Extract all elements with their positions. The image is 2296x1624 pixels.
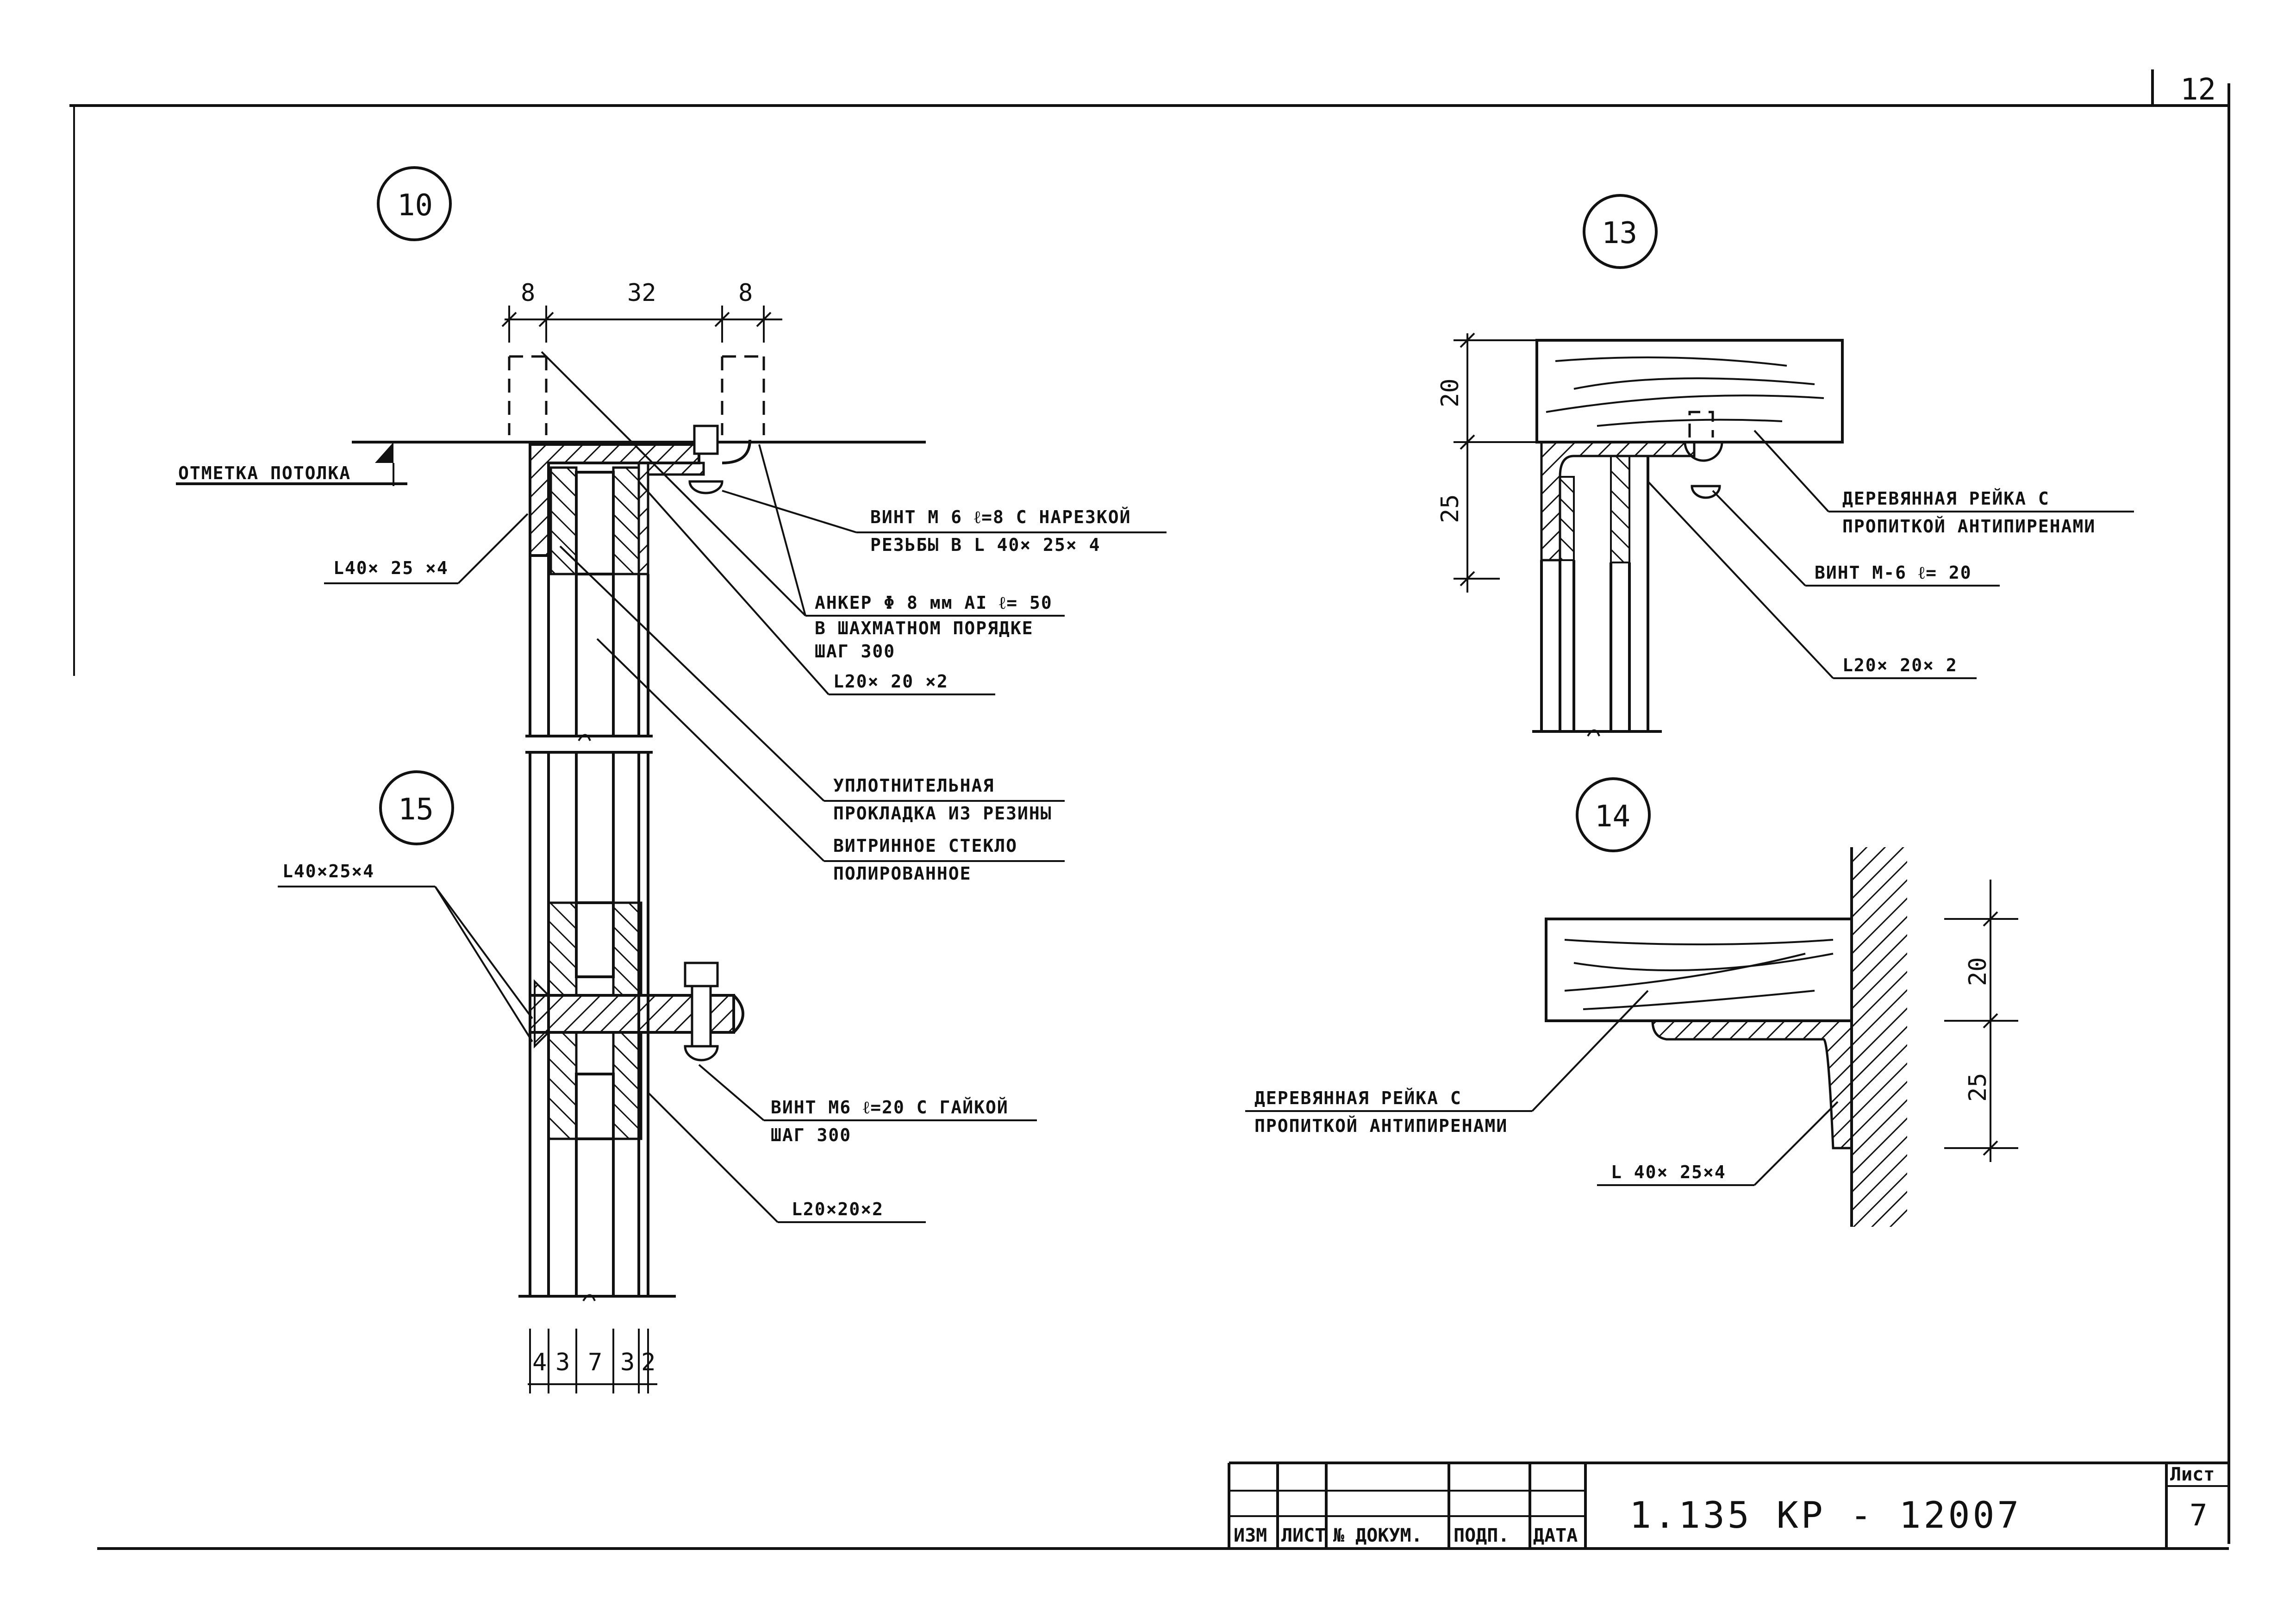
angle-l20-label-13: L20× 20× 2	[1842, 655, 1958, 675]
sheet-value: 7	[2190, 1499, 2208, 1533]
dim-15-c: 7	[588, 1349, 602, 1376]
dim-10-mid: 32	[627, 279, 656, 307]
screw-m6-label-2: РЕЗЬБЫ В L 40× 25× 4	[870, 535, 1101, 555]
detail-13-mullion	[1532, 456, 1662, 737]
angle-l40-label-15: L40×25×4	[282, 861, 374, 881]
anchor-label-1: АНКЕР Φ 8 мм АI ℓ= 50	[815, 593, 1053, 613]
detail-13-side-dimensions: 20 25	[1436, 332, 1537, 593]
angle-l40-label: L40× 25 ×4	[333, 558, 449, 578]
angle-l20-label-15: L20×20×2	[792, 1199, 884, 1219]
bolt-label-2: ШАГ 300	[771, 1125, 851, 1145]
screw-m6-label-1: ВИНТ М 6 ℓ=8 С НАРЕЗКОЙ	[870, 507, 1131, 527]
angle-l20-label: L20× 20 ×2	[833, 671, 948, 692]
detail-14-number: 14	[1595, 800, 1630, 834]
rail-14-label-2: ПРОПИТКОЙ АНТИПИРЕНАМИ	[1254, 1116, 1508, 1136]
dim-13-bottom: 25	[1436, 494, 1464, 523]
detail-13: 13	[1436, 194, 2134, 737]
detail-13-leaders	[1647, 430, 2134, 679]
angle-l40-14	[1651, 1019, 1853, 1149]
screw-13-label: ВИНТ М-6 ℓ= 20	[1815, 562, 1972, 583]
tb-col-date: ДАТА	[1533, 1525, 1578, 1546]
detail-10-leaders	[324, 351, 1167, 862]
tb-col-docnum: № ДОКУМ.	[1333, 1525, 1423, 1546]
glass-label-2: ПОЛИРОВАННОЕ	[833, 863, 972, 884]
detail-10: 10 8 32 8 ОТМЕТ	[176, 166, 1167, 884]
rail-13-label-1: ДЕРЕВЯННАЯ РЕЙКА С	[1842, 488, 2050, 509]
sheet-label: Лист	[2170, 1464, 2215, 1485]
dim-14-bottom: 25	[1964, 1073, 1992, 1102]
angle-l40-label-14: L 40× 25×4	[1611, 1162, 1726, 1182]
seal-label-2: ПРОКЛАДКА ИЗ РЕЗИНЫ	[833, 803, 1052, 824]
wall-hatch	[1852, 847, 1907, 1227]
wood-grain-14	[1564, 939, 1834, 1010]
dim-15-d: 3	[620, 1349, 635, 1376]
rail-13-label-2: ПРОПИТКОЙ АНТИПИРЕНАМИ	[1842, 516, 2096, 537]
detail-10-dashed-outline	[508, 355, 765, 435]
dim-15-e: 2	[641, 1349, 655, 1376]
glass-pane-top	[575, 471, 615, 575]
dim-15-a: 4	[532, 1349, 547, 1376]
dim-10-left: 8	[521, 279, 535, 307]
ceiling-mark-icon	[375, 442, 393, 463]
detail-10-mullion	[525, 556, 653, 742]
title-block: ИЗМ ЛИСТ № ДОКУМ. ПОДП. ДАТА 1.135 КР - …	[1228, 1462, 2229, 1549]
detail-15: 15	[278, 751, 1037, 1393]
dim-10-right: 8	[738, 279, 753, 307]
rubber-seal-right	[612, 466, 640, 575]
tb-col-sign: ПОДП.	[1454, 1525, 1509, 1546]
wood-grain-13	[1546, 356, 1824, 427]
detail-10-number: 10	[397, 188, 433, 223]
detail-13-number: 13	[1602, 216, 1637, 250]
drawing-frame	[69, 69, 2230, 1550]
tb-col-izm: ИЗМ	[1234, 1525, 1267, 1546]
detail-14: 14 20 25	[1245, 777, 2018, 1227]
detail-15-bottom-dimensions: 4 3 7 3 2	[528, 1329, 657, 1393]
detail-14-side-dimensions: 20 25	[1944, 880, 2018, 1162]
dim-15-b: 3	[555, 1349, 570, 1376]
detail-15-number: 15	[398, 793, 434, 827]
bolt-nut-icon	[684, 962, 719, 987]
screw-13-icon	[1691, 485, 1721, 499]
screw-nut-icon	[688, 480, 724, 494]
tb-col-list: ЛИСТ	[1281, 1525, 1326, 1546]
seal-label-1: УПЛОТНИТЕЛЬНАЯ	[833, 775, 994, 796]
sheet-number: 12	[2180, 73, 2216, 107]
dim-14-top: 20	[1964, 957, 1992, 986]
bolt-shank-icon	[691, 985, 712, 1048]
detail-14-marker	[1576, 777, 1651, 852]
detail-15-marker	[379, 770, 454, 845]
detail-13-marker	[1583, 194, 1658, 269]
glass-pane-lower	[575, 1073, 615, 1140]
ceiling-label: ОТМЕТКА ПОТОЛКА	[178, 463, 351, 483]
detail-15-leaders	[278, 886, 1037, 1223]
glass-pane-upper	[575, 901, 615, 978]
detail-10-marker	[377, 166, 452, 241]
anchor-label-2: В ШАХМАТНОМ ПОРЯДКЕ	[815, 618, 1034, 638]
detail-14-leaders	[1245, 990, 1839, 1186]
dim-13-top: 20	[1436, 378, 1464, 407]
glass-label-1: ВИТРИННОЕ СТЕКЛО	[833, 836, 1017, 856]
anchor-label-3: ШАГ 300	[815, 641, 895, 662]
rail-14-label-1: ДЕРЕВЯННАЯ РЕЙКА С	[1254, 1088, 1462, 1108]
detail-10-top-dimensions: 8 32 8	[501, 279, 782, 343]
screw-head-icon	[693, 425, 719, 455]
document-code: 1.135 КР - 12007	[1629, 1495, 2021, 1537]
bolt-label-1: ВИНТ М6 ℓ=20 С ГАЙКОЙ	[771, 1097, 1009, 1118]
